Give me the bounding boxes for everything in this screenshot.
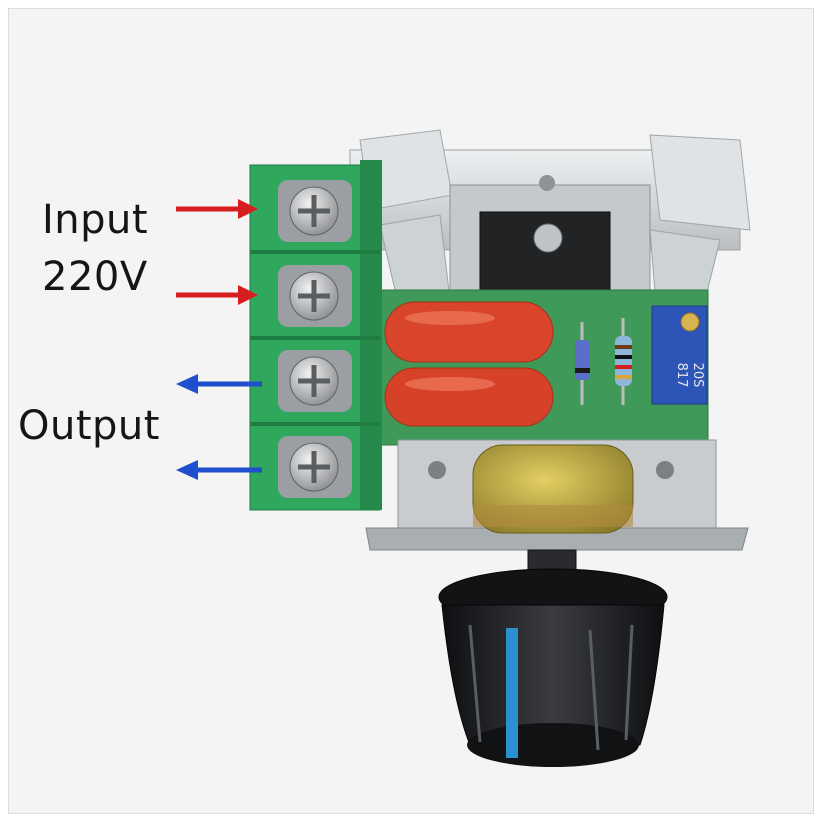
input-arrow-1 <box>176 199 258 219</box>
terminal-screw-1[interactable] <box>278 180 352 242</box>
terminal-block <box>249 160 382 511</box>
terminal-screw-4[interactable] <box>278 436 352 498</box>
input-arrow-2 <box>176 285 258 305</box>
output-label: Output <box>18 403 160 449</box>
trimmer-potentiometer: 20S 817 <box>651 305 708 405</box>
main-potentiometer <box>472 444 634 534</box>
input-label: Input <box>42 197 149 243</box>
heatsink-screw <box>539 175 555 191</box>
capacitor-top <box>384 301 554 363</box>
resistor <box>615 318 632 405</box>
terminal-screw-2[interactable] <box>278 265 352 327</box>
heatsink <box>349 129 751 301</box>
trimmer-marking-1: 20S <box>690 363 705 388</box>
output-arrow-2 <box>176 460 262 480</box>
capacitor-bottom <box>384 367 554 427</box>
voltage-label: 220V <box>42 254 148 300</box>
diode <box>575 322 590 405</box>
terminal-screw-3[interactable] <box>278 350 352 412</box>
knob-indicator-stripe <box>506 628 518 758</box>
output-arrow-1 <box>176 374 262 394</box>
rotary-knob[interactable] <box>438 568 668 767</box>
trimmer-marking-2: 817 <box>674 363 689 388</box>
